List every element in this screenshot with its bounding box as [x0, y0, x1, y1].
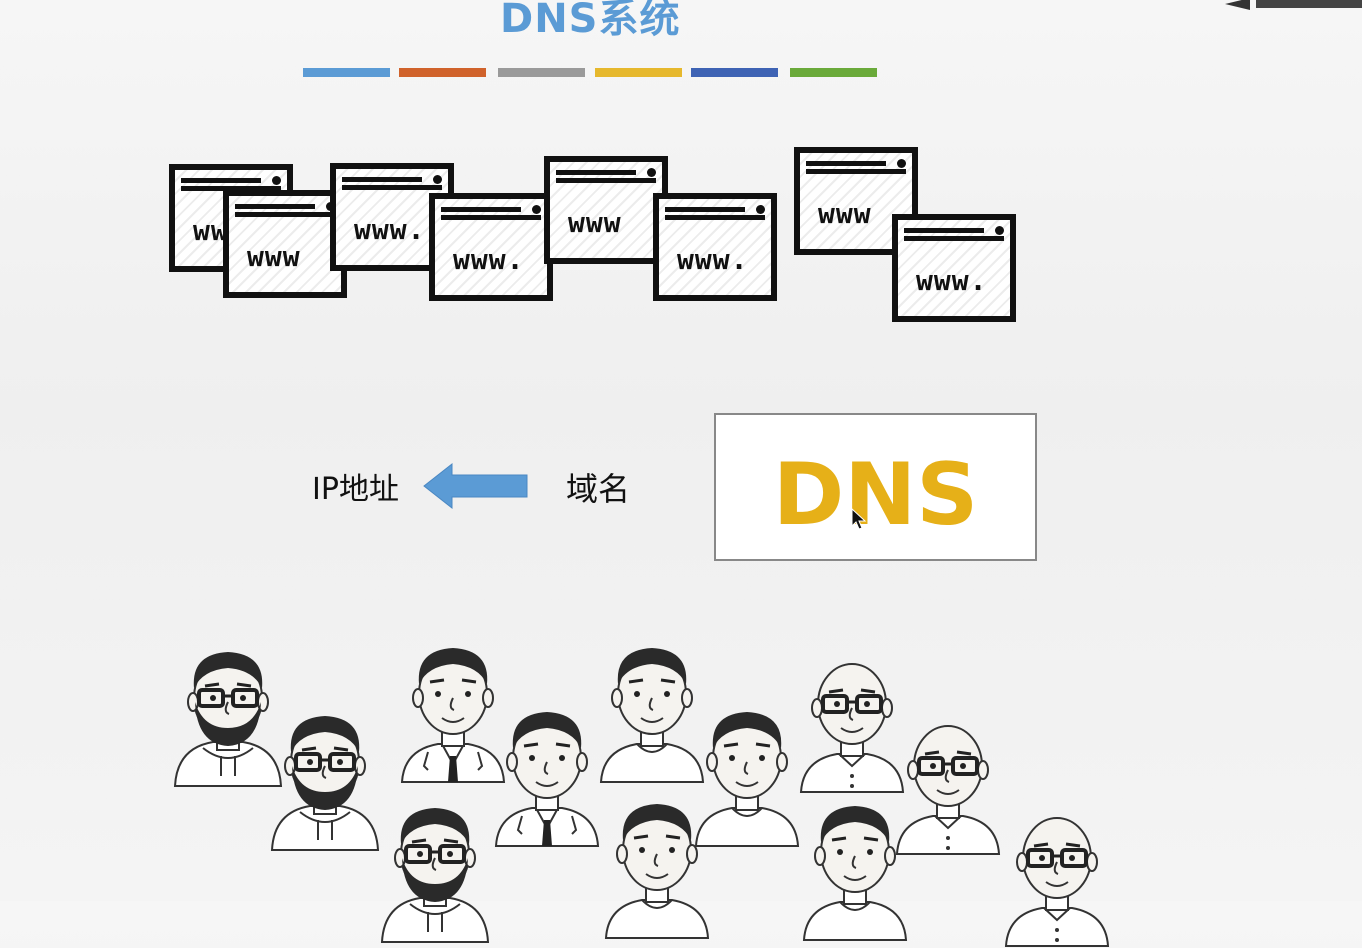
color-bar: [790, 68, 877, 77]
color-bar: [498, 68, 585, 77]
person-avatar-icon: [895, 725, 1001, 855]
domain-name-label: 域名: [566, 470, 631, 508]
browser-window-icon: www: [544, 156, 668, 264]
person-avatar-icon: [599, 648, 705, 783]
www-label: www.: [453, 243, 525, 276]
dns-box: DNS: [714, 413, 1037, 561]
color-bar: [595, 68, 682, 77]
browser-window-icon: www.: [653, 193, 777, 301]
browser-window-icon: www: [794, 147, 918, 255]
www-label: www.: [677, 243, 749, 276]
browser-window-icon: www.: [429, 193, 553, 301]
browser-window-icon: www: [223, 190, 347, 298]
ip-address-label: IP地址: [312, 472, 399, 507]
person-avatar-icon: [270, 716, 380, 851]
person-avatar-icon: [173, 652, 283, 787]
person-avatar-icon: [400, 648, 506, 783]
color-bar: [399, 68, 486, 77]
person-avatar-icon: [1004, 817, 1110, 947]
mouse-cursor-icon: [851, 508, 867, 530]
www-label: www: [568, 206, 622, 239]
www-label: www: [247, 240, 301, 273]
www-label: www.: [354, 213, 426, 246]
color-bar: [691, 68, 778, 77]
www-label: www: [818, 197, 872, 230]
logo-icon: [1225, 0, 1362, 10]
person-avatar-icon: [799, 663, 905, 793]
slide-title: DNS系统: [500, 0, 681, 42]
person-avatar-icon: [494, 712, 600, 847]
arrow-left-icon: [423, 462, 528, 510]
dns-box-label: DNS: [772, 445, 979, 545]
person-avatar-icon: [604, 804, 710, 939]
person-avatar-icon: [380, 808, 490, 943]
browser-window-icon: www.: [892, 214, 1016, 322]
person-avatar-icon: [694, 712, 800, 847]
color-bar: [303, 68, 390, 77]
www-label: www.: [916, 264, 988, 297]
